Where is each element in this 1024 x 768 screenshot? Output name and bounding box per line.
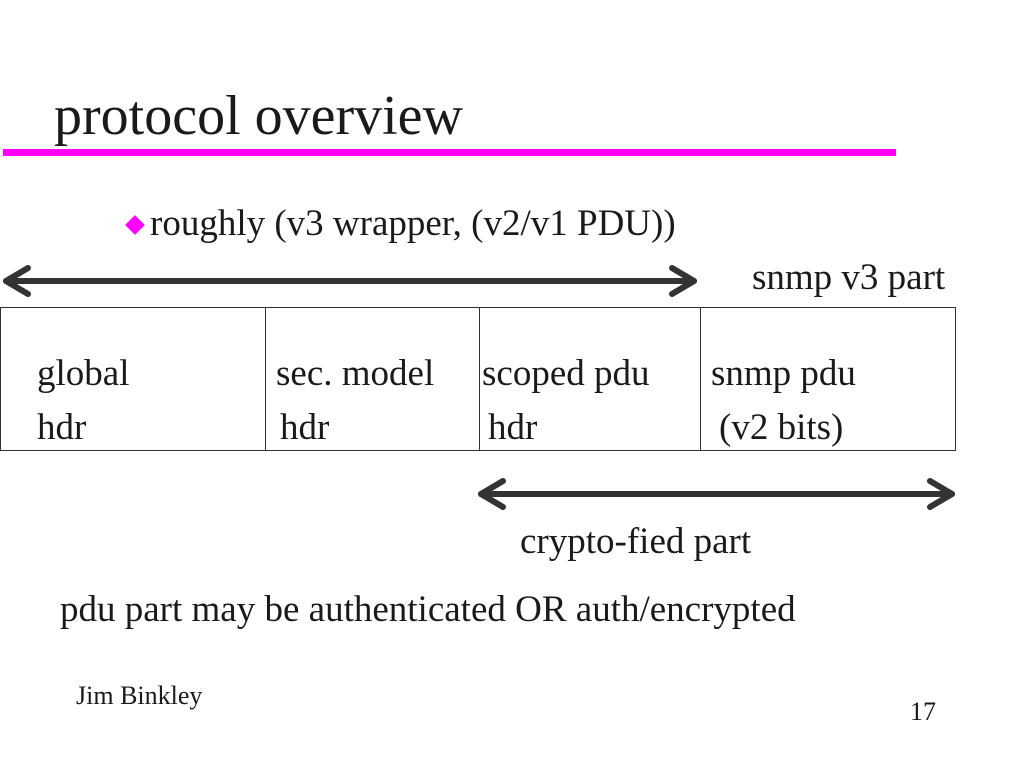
- title-underline: [3, 149, 896, 156]
- field-line-1: snmp pdu: [711, 353, 856, 394]
- field-line-2: hdr: [37, 407, 87, 448]
- pdu-field-scoped-pdu-hdr: scoped pdu hdr: [480, 308, 701, 450]
- bullet-item: roughly (v3 wrapper, (v2/v1 PDU)): [120, 202, 676, 246]
- snmp-v3-part-label: snmp v3 part: [752, 257, 946, 298]
- bullet-text: roughly (v3 wrapper, (v2/v1 PDU)): [150, 203, 676, 244]
- pdu-field-global-hdr: global hdr: [1, 308, 266, 450]
- pdu-field-snmp-pdu: snmp pdu (v2 bits): [701, 308, 955, 450]
- slide-title: protocol overview: [54, 85, 463, 147]
- field-line-2: hdr: [280, 407, 330, 448]
- page-number: 17: [910, 697, 936, 726]
- field-line-1: global: [37, 353, 130, 394]
- field-line-2: (v2 bits): [719, 407, 844, 448]
- field-line-1: scoped pdu: [482, 353, 650, 394]
- authentication-note: pdu part may be authenticated OR auth/en…: [60, 589, 796, 630]
- field-line-1: sec. model: [276, 353, 435, 394]
- snmp-v3-part-arrow: [3, 265, 697, 297]
- pdu-field-sec-model-hdr: sec. model hdr: [266, 308, 480, 450]
- pdu-structure-table: global hdr sec. model hdr scoped pdu hdr…: [0, 307, 956, 451]
- crypto-fied-part-arrow: [478, 478, 955, 510]
- crypto-fied-part-label: crypto-fied part: [520, 521, 752, 562]
- author-footer: Jim Binkley: [76, 681, 203, 710]
- field-line-2: hdr: [488, 407, 538, 448]
